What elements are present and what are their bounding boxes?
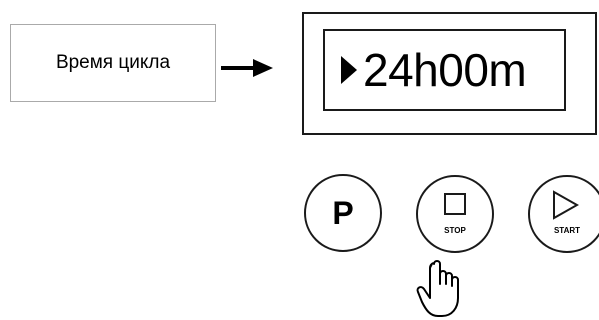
play-triangle-icon — [341, 56, 357, 84]
p-button-label: P — [332, 194, 354, 231]
arrow-right-icon — [221, 59, 273, 77]
display-screen: 24h00m — [323, 29, 566, 111]
display-panel: 24h00m — [302, 12, 597, 135]
stop-button[interactable]: STOP — [416, 175, 494, 253]
display-value: 24h00m — [363, 44, 527, 96]
stop-button-label: STOP — [444, 226, 466, 235]
p-button[interactable]: P — [304, 174, 382, 252]
start-button-label: START — [553, 226, 581, 235]
play-triangle-outline-icon — [553, 190, 579, 220]
cycle-time-label-text: Время цикла — [55, 52, 171, 73]
cycle-time-label: Время цикла — [10, 24, 216, 102]
start-button[interactable]: START — [528, 175, 599, 253]
hand-pointer-icon — [416, 260, 459, 317]
square-icon — [444, 193, 466, 215]
